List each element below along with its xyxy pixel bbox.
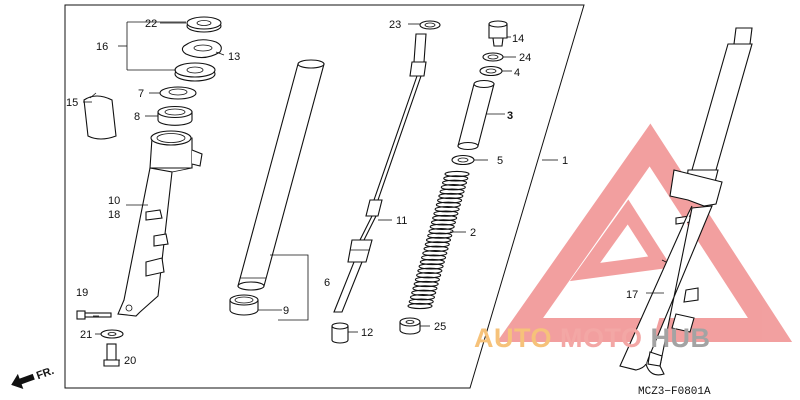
part-14-bolt-cap: [488, 20, 508, 47]
part-11-damper-rod: [333, 33, 427, 313]
part-21-washer: [100, 329, 124, 339]
label-17: 17: [626, 289, 638, 301]
spring-coil: [438, 192, 464, 200]
figure-code: MCZ3−F0801A: [638, 386, 711, 398]
spring-coil: [429, 223, 455, 230]
spring-coil: [413, 280, 439, 288]
spring-coil: [435, 201, 461, 208]
spring-coil: [423, 245, 449, 252]
spring-coil: [416, 272, 442, 279]
spring-coil: [424, 241, 450, 248]
part-10-fork-slider: [117, 130, 203, 317]
spring-coil: [414, 276, 440, 283]
spring-coil: [411, 289, 437, 296]
label-21: 21: [80, 329, 92, 341]
spring-coil: [439, 188, 465, 195]
part-7-washer: [159, 86, 197, 100]
watermark-text: AUTO MOTO HUB: [474, 323, 711, 353]
spring-coil: [427, 232, 453, 239]
part-bearing-upper: [174, 62, 216, 82]
label-6: 6: [324, 277, 330, 289]
watermark-hub: HUB: [651, 323, 711, 353]
part-9-bushing: [229, 294, 259, 316]
spring-coil: [422, 250, 448, 257]
label-9: 9: [283, 305, 289, 317]
front-arrow-icon: [11, 373, 35, 389]
label-22: 22: [145, 18, 157, 30]
label-12: 12: [361, 327, 373, 339]
spring-coil: [432, 214, 458, 222]
part-22-nut: [186, 16, 222, 33]
part-12-piece: [331, 322, 349, 344]
spring-coil: [441, 179, 468, 186]
label-15: 15: [66, 97, 78, 109]
spring-coil: [408, 298, 434, 305]
part-3-spacer: [457, 79, 495, 151]
watermark-auto: AUTO: [474, 323, 552, 353]
part-8-collar: [157, 105, 193, 126]
label-19: 19: [76, 287, 88, 299]
spring-coil: [425, 236, 452, 244]
label-24: 24: [519, 52, 531, 64]
part-20-bolt: [103, 343, 120, 367]
label-14: 14: [512, 33, 524, 45]
spring-coil: [428, 228, 454, 235]
part-number-labels: 22 16 13 7 15 8 10 18 19 21 20 9 6 11 12…: [66, 18, 638, 367]
part-25-piece: [399, 317, 421, 335]
spring-coil: [409, 294, 436, 301]
part-24-o-ring: [482, 52, 504, 62]
part-6-fork-pipe: [237, 59, 325, 291]
spring-coil: [412, 285, 438, 292]
label-4: 4: [514, 67, 520, 79]
diagram-frame: [64, 4, 585, 389]
label-7: 7: [138, 88, 144, 100]
leader-lines: [83, 22, 664, 361]
part-1-fork-assembly: [619, 27, 753, 376]
spring-coil: [419, 258, 445, 266]
label-16: 16: [96, 41, 108, 53]
label-1: 1: [562, 155, 568, 167]
label-3: 3: [507, 110, 513, 122]
spring-coil: [418, 263, 444, 270]
part-4-washer: [479, 65, 503, 77]
spring-coil: [440, 184, 466, 191]
label-2: 2: [470, 227, 476, 239]
spring-coil: [433, 210, 459, 217]
spring-coil: [430, 219, 456, 226]
spring-coil: [417, 267, 443, 274]
label-10: 10: [108, 195, 120, 207]
spring-coil: [444, 170, 470, 178]
watermark-moto: MOTO: [560, 323, 643, 353]
spring-coil: [437, 197, 463, 204]
label-23: 23: [389, 19, 401, 31]
label-18: 18: [108, 209, 120, 221]
svg-text:AUTO MOTO HUB: AUTO MOTO HUB: [474, 323, 711, 353]
direction-label: FR.: [35, 365, 56, 382]
label-13: 13: [228, 51, 240, 63]
label-20: 20: [124, 355, 136, 367]
spring-coil: [407, 302, 433, 310]
spring-coil: [434, 206, 460, 213]
front-direction-indicator: FR.: [11, 365, 56, 389]
part-13-lock-washer: [181, 39, 222, 59]
label-11: 11: [396, 215, 407, 227]
part-5-washer: [451, 154, 475, 166]
part-23-seal: [419, 20, 441, 30]
part-2-fork-spring: [407, 170, 470, 310]
part-15-cover: [83, 92, 117, 140]
part-19-bolt: [76, 310, 112, 320]
label-5: 5: [497, 155, 503, 167]
bracket-16: [118, 21, 186, 71]
spring-coil: [443, 175, 469, 182]
watermark-logo-triangles: [496, 123, 793, 342]
spring-coil: [421, 254, 447, 261]
label-8: 8: [134, 111, 140, 123]
label-25: 25: [434, 321, 446, 333]
